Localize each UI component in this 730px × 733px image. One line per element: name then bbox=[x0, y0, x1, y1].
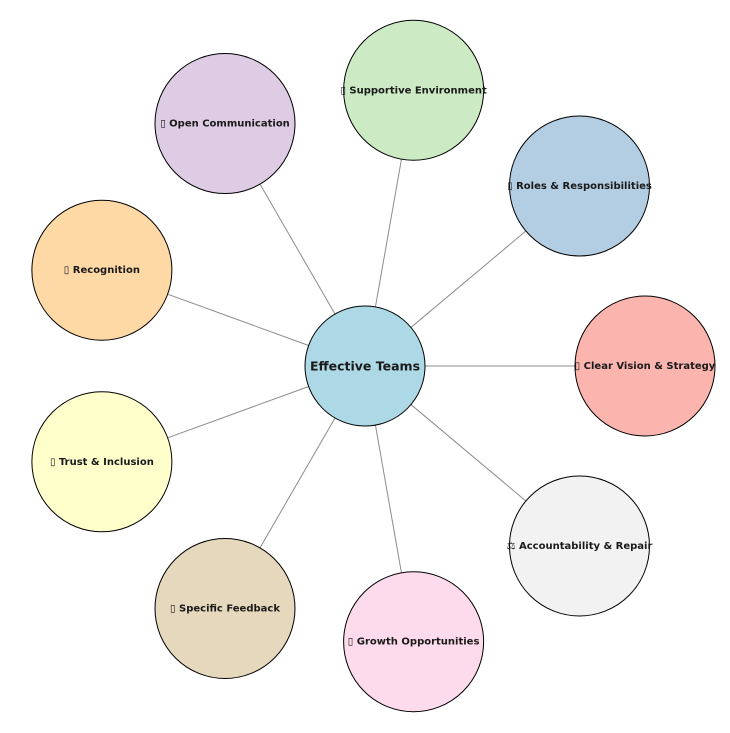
topic-label: ▯ Recognition bbox=[64, 265, 140, 276]
topic-node: ▯ Specific Feedback bbox=[154, 537, 296, 679]
topic-node: ▯ Open Communication bbox=[154, 53, 296, 195]
topic-node: ▯ Clear Vision & Strategy bbox=[574, 295, 716, 437]
center-node: Effective Teams bbox=[304, 305, 426, 427]
topic-node: ▯ Supportive Environment bbox=[340, 19, 487, 161]
topic-label: ▯ Open Communication bbox=[160, 118, 290, 129]
topic-label-text: Supportive Environment bbox=[349, 85, 487, 96]
missing-glyph-icon: ▯ bbox=[348, 636, 357, 647]
topic-circle bbox=[154, 53, 296, 195]
connector-lines bbox=[167, 159, 575, 573]
topic-circle bbox=[31, 391, 173, 533]
topic-circle bbox=[574, 295, 716, 437]
topic-label: ▯ Trust & Inclusion bbox=[50, 456, 154, 467]
connector-line bbox=[410, 230, 527, 328]
topic-node: ▯ Growth Opportunities bbox=[343, 571, 485, 713]
topic-label-text: Trust & Inclusion bbox=[59, 456, 154, 467]
topic-circle bbox=[31, 199, 173, 341]
topic-label: ▯ Growth Opportunities bbox=[348, 636, 480, 647]
missing-glyph-icon: ▯ bbox=[507, 181, 516, 192]
topic-label: ▯ Clear Vision & Strategy bbox=[575, 361, 716, 372]
center-label: Effective Teams bbox=[310, 359, 420, 374]
topic-label: ⚖ Accountability & Repair bbox=[507, 540, 653, 551]
connector-line bbox=[259, 417, 336, 549]
connector-line bbox=[374, 159, 402, 307]
topic-label-text: Clear Vision & Strategy bbox=[584, 361, 716, 372]
connector-line bbox=[410, 404, 527, 502]
topic-circle bbox=[508, 115, 650, 257]
topic-label: ▯ Roles & Responsibilities bbox=[507, 181, 652, 192]
missing-glyph-icon: ▯ bbox=[340, 85, 349, 96]
missing-glyph-icon: ▯ bbox=[64, 265, 73, 276]
topic-label: ▯ Specific Feedback bbox=[170, 603, 280, 614]
missing-glyph-icon: ▯ bbox=[160, 118, 169, 129]
topic-circle bbox=[508, 475, 650, 617]
missing-glyph-icon: ▯ bbox=[50, 456, 59, 467]
topic-node: ▯ Roles & Responsibilities bbox=[507, 115, 652, 257]
topic-nodes: ▯ Clear Vision & Strategy▯ Roles & Respo… bbox=[31, 19, 716, 713]
scales-icon: ⚖ bbox=[507, 540, 519, 551]
center-circle bbox=[304, 305, 426, 427]
connector-line bbox=[259, 183, 336, 315]
topic-label-text: Recognition bbox=[73, 265, 140, 276]
topic-node: ▯ Trust & Inclusion bbox=[31, 391, 173, 533]
topic-circle bbox=[343, 19, 485, 161]
connector-line bbox=[167, 386, 309, 439]
topic-label-text: Accountability & Repair bbox=[519, 540, 652, 551]
connector-line bbox=[167, 293, 309, 346]
missing-glyph-icon: ▯ bbox=[575, 361, 584, 372]
topic-label-text: Growth Opportunities bbox=[357, 636, 480, 647]
topic-label-text: Roles & Responsibilities bbox=[516, 181, 652, 192]
missing-glyph-icon: ▯ bbox=[170, 603, 179, 614]
topic-circle bbox=[343, 571, 485, 713]
topic-label-text: Open Communication bbox=[169, 118, 290, 129]
topic-node: ▯ Recognition bbox=[31, 199, 173, 341]
topic-node: ⚖ Accountability & Repair bbox=[507, 475, 653, 617]
topic-label: ▯ Supportive Environment bbox=[340, 85, 487, 96]
topic-label-text: Specific Feedback bbox=[179, 603, 280, 614]
topic-circle bbox=[154, 537, 296, 679]
connector-line bbox=[374, 425, 402, 573]
